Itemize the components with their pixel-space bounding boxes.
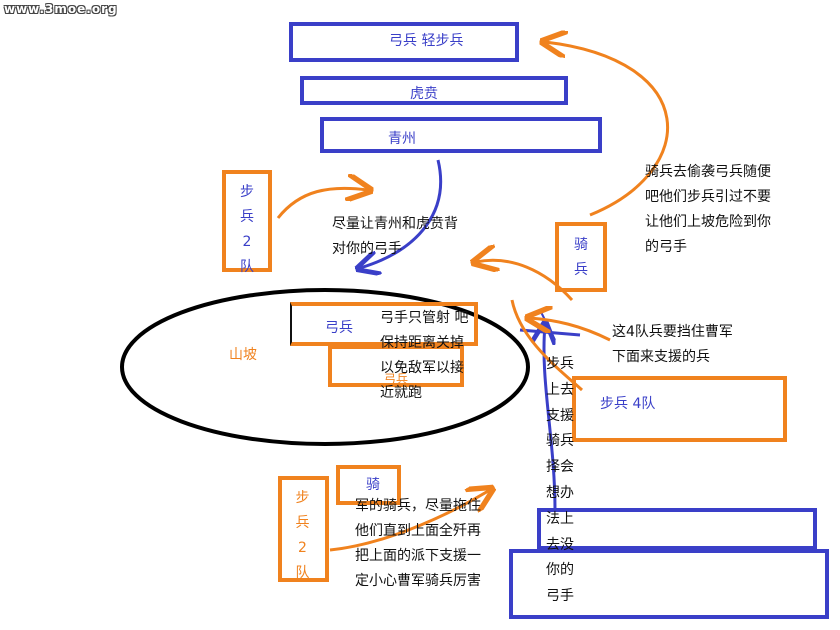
label-infantry-4: 步兵 4队 bbox=[600, 396, 656, 412]
box-archer-light-infantry: 弓兵 轻步兵 bbox=[289, 22, 519, 62]
orange-arrow-left-infantry bbox=[276, 188, 368, 219]
box-infantry-2-left: 步 兵 2 队 bbox=[222, 170, 272, 275]
note-archers-only-shoot: 弓手只管射 吧 保持距离关掉 以免敌军以接 近就跑 bbox=[380, 310, 469, 401]
note-cavalry-hold: 军的骑兵，尽量拖住 他们直到上面全歼再 把上面的派下支援一 定小心曹军骑兵厉害 bbox=[355, 498, 481, 589]
box-hu-ben: 虎贲 bbox=[300, 76, 568, 105]
label-archer-hill-2: 弓兵 bbox=[384, 372, 409, 386]
box-cavalry-bottom: 骑 bbox=[336, 465, 401, 505]
box-archer-hill-2: 弓兵 bbox=[328, 345, 464, 387]
orange-arrow-from-inf4 bbox=[530, 318, 611, 342]
note-infantry-4-block: 这4队兵要挡住曹军 下面来支援的兵 bbox=[612, 324, 733, 365]
label-cavalry-bottom: 骑 bbox=[366, 477, 380, 493]
note-back-to-archers: 尽量让青州和虎贲背 对你的弓手 bbox=[332, 216, 458, 257]
orange-arrow-top-right bbox=[545, 42, 670, 217]
label-infantry-2-left: 步 兵 2 队 bbox=[240, 184, 254, 275]
orange-arrow-bottom bbox=[329, 490, 490, 552]
blue-arrow-infantry-up bbox=[544, 325, 555, 511]
label-infantry-2-bottom: 步 兵 2 队 bbox=[295, 490, 310, 581]
label-archer-light-infantry: 弓兵 轻步兵 bbox=[389, 33, 464, 49]
box-infantry-4: 步兵 4队 bbox=[572, 376, 787, 442]
box-bottom-right-2 bbox=[509, 549, 829, 619]
note-infantry-go-up: 步兵 上去 支援 骑兵 择会 想办 法上 去没 你的 弓手 bbox=[546, 356, 574, 605]
hill-ellipse bbox=[120, 288, 530, 446]
watermark: www.3moe.org bbox=[4, 2, 118, 16]
label-qing-zhou: 青州 bbox=[388, 131, 416, 147]
box-infantry-2-bottom: 步 兵 2 队 bbox=[278, 476, 329, 582]
box-bottom-right-1 bbox=[537, 508, 817, 550]
label-hu-ben: 虎贲 bbox=[410, 86, 438, 102]
note-cavalry-plan: 骑兵去偷袭弓兵随便 吧他们步兵引过不要 让他们上坡危险到你 的弓手 bbox=[645, 164, 771, 255]
box-cavalry-right: 骑 兵 bbox=[555, 222, 607, 292]
blue-cross-line-2 bbox=[539, 309, 556, 341]
box-qing-zhou: 青州 bbox=[320, 117, 602, 153]
blue-arrow-qingzhou bbox=[360, 159, 443, 268]
label-cavalry-right: 骑 兵 bbox=[574, 237, 588, 278]
box-archer-hill: 弓兵 bbox=[290, 302, 478, 346]
label-archer-hill: 弓兵 bbox=[325, 320, 353, 336]
hill-label: 山坡 bbox=[229, 347, 257, 363]
